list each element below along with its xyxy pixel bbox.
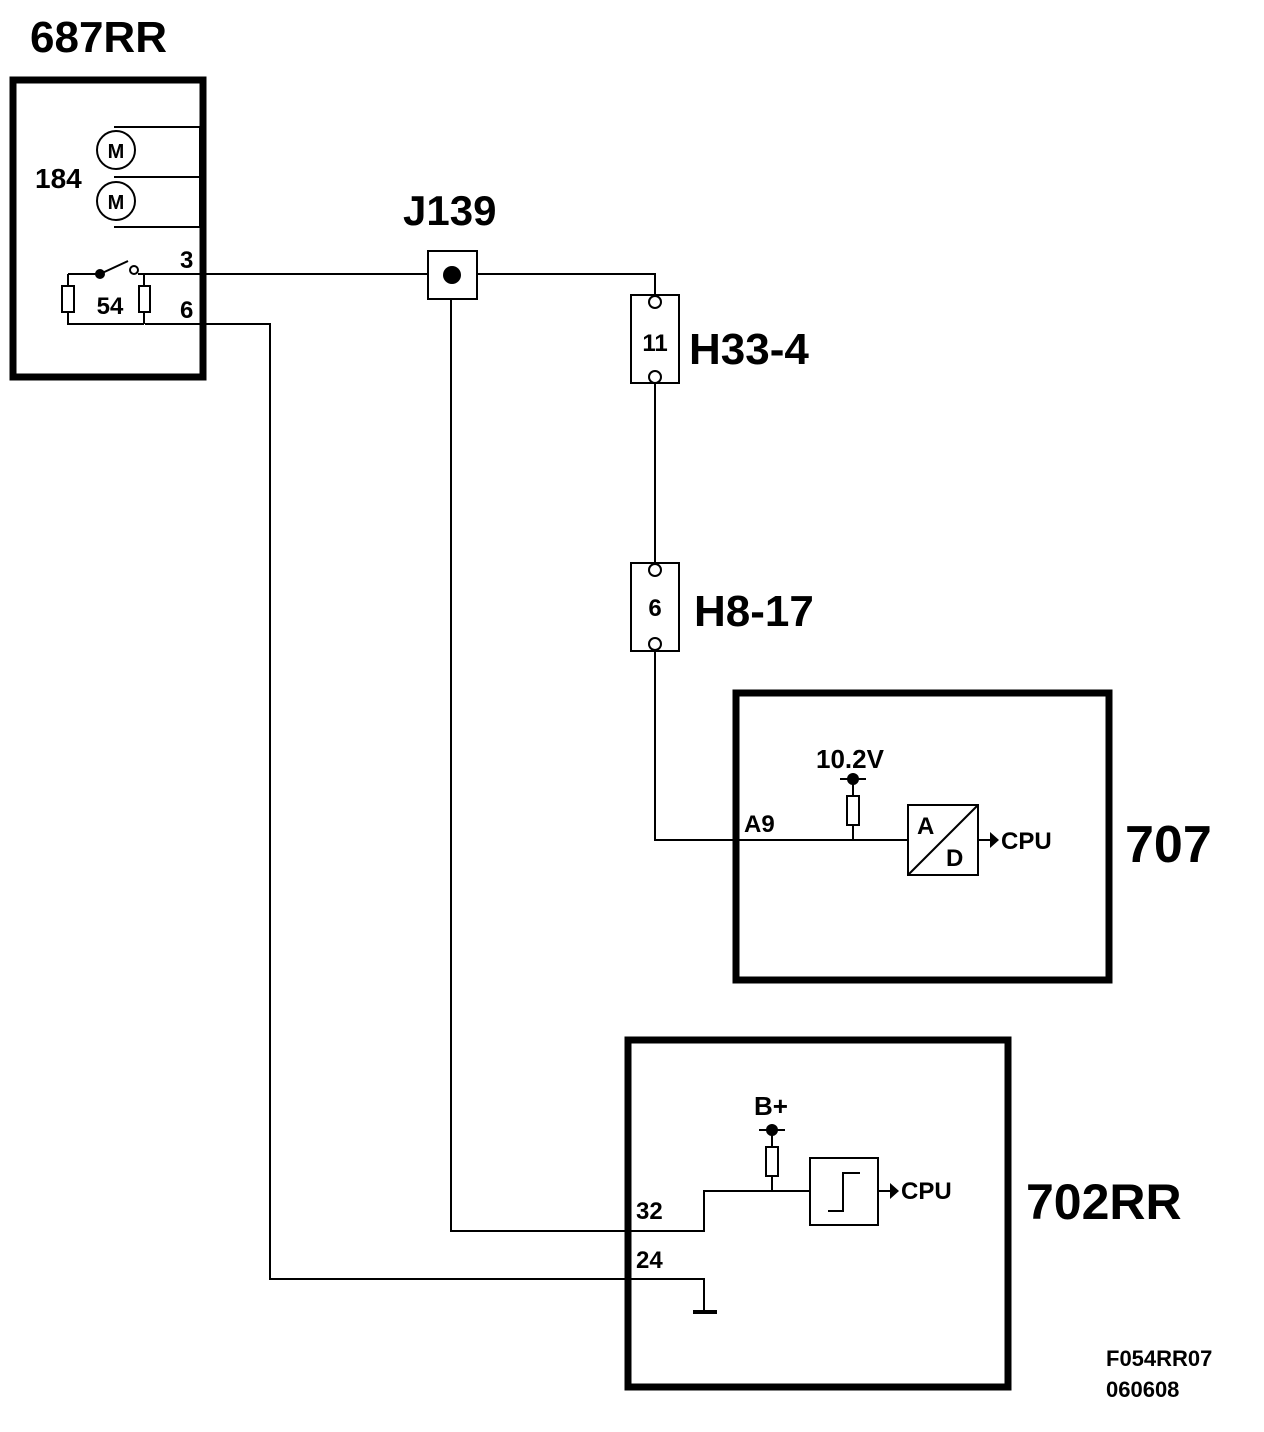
unit-707-label: 707	[1125, 816, 1212, 874]
connector-label: H8-17	[694, 587, 814, 636]
pin-3-label: 3	[180, 247, 193, 274]
junction-j139: J139	[403, 187, 496, 300]
unit-707: A9 10.2V A D CPU 707	[732, 689, 1212, 984]
wire-h8-to-707-a9	[654, 651, 907, 841]
wire-pin6-to-702-24	[145, 323, 705, 1310]
resistor-icon	[138, 285, 151, 313]
switch-blade	[99, 260, 129, 275]
wire-j139-to-702-32	[450, 274, 809, 1232]
motor-wiring	[114, 126, 201, 228]
adc-analog-label: A	[917, 813, 934, 840]
unit-702rr-label: 702RR	[1026, 1174, 1182, 1230]
unit-687rr-label: 687RR	[30, 13, 167, 62]
connector-pin-label: 6	[648, 595, 661, 622]
wire-pin3-to-h33	[138, 273, 656, 296]
motor-symbol: M	[108, 192, 125, 214]
unit-687rr: 687RR M M 184 54 3 6	[9, 13, 207, 381]
figure-code: F054RR07	[1106, 1346, 1212, 1371]
connector-h8-17: 6 H8-17	[630, 562, 814, 652]
adc-digital-label: D	[946, 845, 963, 872]
connector-pin-label: 11	[642, 330, 667, 357]
unit-702rr: 32 24 B+ CPU 702RR	[624, 1036, 1182, 1391]
switch-label: 54	[97, 293, 124, 320]
resistor-icon	[765, 1146, 779, 1177]
pin-24-label: 24	[636, 1247, 663, 1274]
connector-h33-4: 11 H33-4	[630, 294, 809, 384]
junction-dot	[443, 266, 461, 284]
unit-707-box	[732, 689, 1113, 984]
resistor-icon	[846, 795, 860, 826]
pin-32-label: 32	[636, 1198, 663, 1225]
supply-label: 10.2V	[816, 744, 885, 774]
cpu-output-label: CPU	[901, 1178, 952, 1205]
arrow-right-icon	[890, 1183, 899, 1199]
motor-icon	[96, 130, 136, 170]
pin-a9-label: A9	[744, 811, 775, 838]
unit-702rr-box	[624, 1036, 1012, 1391]
adc-diagonal	[907, 804, 979, 876]
connector-terminal	[648, 637, 662, 651]
switch-contact	[129, 265, 139, 275]
resistor-icon	[61, 285, 75, 313]
motor-symbol: M	[108, 141, 125, 163]
connector-terminal	[648, 295, 662, 309]
figure-date: 060608	[1106, 1377, 1179, 1402]
motor-label: 184	[35, 163, 82, 194]
switch-wiring	[67, 273, 148, 325]
connector-terminal	[648, 370, 662, 384]
supply-label: B+	[754, 1091, 788, 1121]
arrow-right-icon	[990, 832, 999, 848]
wires	[138, 273, 907, 1310]
pin-6-label: 6	[180, 297, 193, 324]
junction-label: J139	[403, 187, 496, 234]
unit-687rr-box	[9, 76, 207, 381]
motor-icon	[96, 181, 136, 221]
cpu-output-label: CPU	[1001, 828, 1052, 855]
connector-label: H33-4	[689, 325, 809, 374]
connector-terminal	[648, 563, 662, 577]
schmitt-trigger-icon	[828, 1172, 860, 1212]
